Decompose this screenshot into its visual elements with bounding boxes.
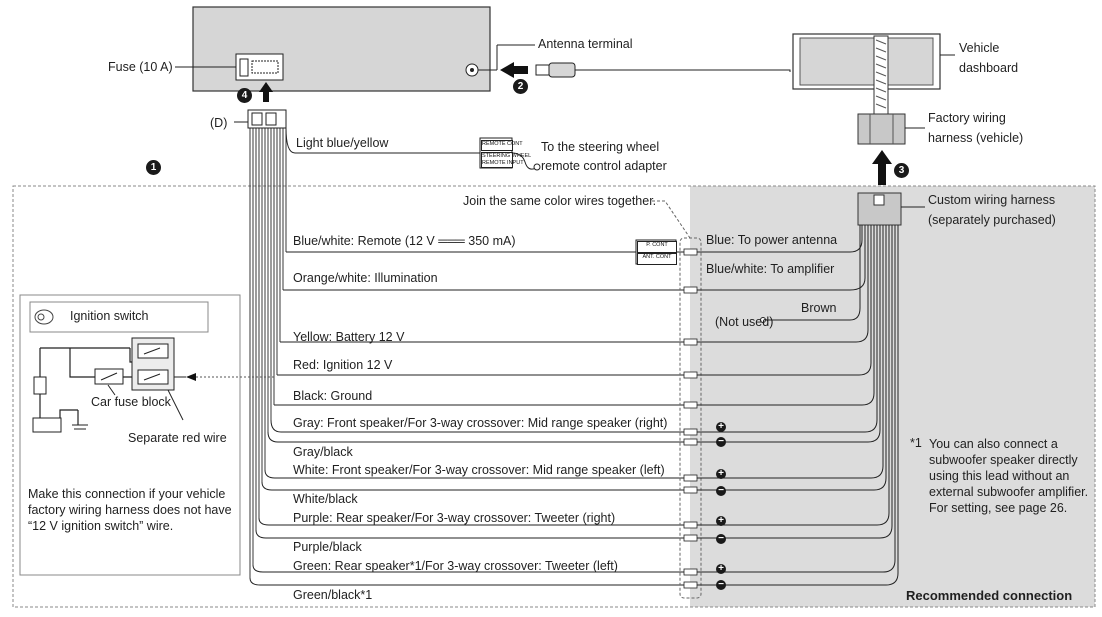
antenna-arrow (500, 62, 528, 78)
plus-icon: + (716, 469, 726, 479)
callout-badge-4: 4 (237, 88, 252, 103)
p-cont-tag: P. CONT (637, 241, 677, 253)
green-black-label: Green/black*1 (293, 588, 373, 602)
callout-badge-1: 1 (146, 160, 161, 175)
antenna-plug (535, 64, 550, 76)
minus-icon: − (716, 437, 726, 447)
footnote-text: You can also connect a subwoofer speaker… (929, 437, 1089, 515)
purple-label: Purple: Rear speaker/For 3-way crossover… (293, 511, 616, 525)
recommended-connection-label: Recommended connection (906, 588, 1073, 603)
custom-harness-wires (697, 225, 899, 586)
factory-harness-label-2: harness (vehicle) (928, 131, 1024, 145)
arrow-3 (872, 150, 892, 185)
callout-badge-3: 3 (894, 163, 909, 178)
ant-cont-tag: ANT. CONT (637, 253, 677, 265)
plus-icon: + (716, 564, 726, 574)
plus-icon: + (716, 516, 726, 526)
white-label: White: Front speaker/For 3-way crossover… (293, 463, 665, 477)
custom-harness-label-2: (separately purchased) (928, 213, 1056, 227)
antenna-terminal-label: Antenna terminal (538, 37, 633, 51)
callout-badge-2: 2 (513, 79, 528, 94)
yellow-label: Yellow: Battery 12 V (293, 330, 405, 344)
crimp-connectors (683, 248, 698, 589)
d-connector-label: (D) (210, 116, 228, 130)
blue-white-remote-label: Blue/white: Remote (12 V ═══ 350 mA) (293, 234, 516, 248)
minus-icon: − (716, 486, 726, 496)
car-fuse-block-label: Car fuse block (91, 395, 171, 409)
remote-cont-tag: REMOTE CONT (481, 140, 523, 151)
purple-black-label: Purple/black (293, 540, 362, 554)
vehicle-dashboard-label-2: dashboard (959, 61, 1019, 75)
white-black-label: White/black (293, 492, 358, 506)
steering-label-1: To the steering wheel (541, 140, 660, 154)
arrow-4 (259, 82, 273, 102)
ignition-inset (19, 294, 241, 576)
factory-harness (857, 113, 906, 145)
minus-icon: − (716, 534, 726, 544)
make-connection-note: Make this connection if your vehicle fac… (28, 487, 232, 533)
factory-harness-label-1: Factory wiring (928, 111, 1006, 125)
steering-input-tag: STEERING WHEEL REMOTE INPUT (481, 152, 532, 168)
steering-label-2: remote control adapter (541, 159, 667, 173)
vehicle-dashboard-label-1: Vehicle (959, 41, 1000, 55)
head-unit-wire-bundle (249, 128, 287, 578)
head-unit-wires (249, 251, 690, 586)
black-label: Black: Ground (293, 389, 373, 403)
fuse-label: Fuse (10 A) (108, 60, 173, 74)
minus-icon: − (716, 580, 726, 590)
blue-white-amp-label: Blue/white: To amplifier (706, 262, 835, 276)
gray-black-label: Gray/black (293, 445, 353, 459)
join-same-label: Join the same color wires together. (463, 194, 657, 208)
plus-icon: + (716, 422, 726, 432)
custom-harness-label-1: Custom wiring harness (928, 193, 1056, 207)
light-blue-yellow-label: Light blue/yellow (296, 136, 389, 150)
gray-label: Gray: Front speaker/For 3-way crossover:… (293, 416, 668, 430)
green-label: Green: Rear speaker*1/For 3-way crossove… (293, 559, 618, 573)
join-area (679, 237, 702, 599)
not-used-label: (Not used) (715, 315, 774, 329)
outer-boundary (12, 185, 1096, 608)
separate-red-label: Separate red wire (128, 431, 227, 445)
blue-power-antenna-label: Blue: To power antenna (706, 233, 838, 247)
brown-label: Brown (801, 301, 837, 315)
ignition-switch-label: Ignition switch (70, 309, 149, 323)
footnote-marker: *1 (910, 436, 922, 450)
red-label: Red: Ignition 12 V (293, 358, 393, 372)
orange-white-label: Orange/white: Illumination (293, 271, 438, 285)
